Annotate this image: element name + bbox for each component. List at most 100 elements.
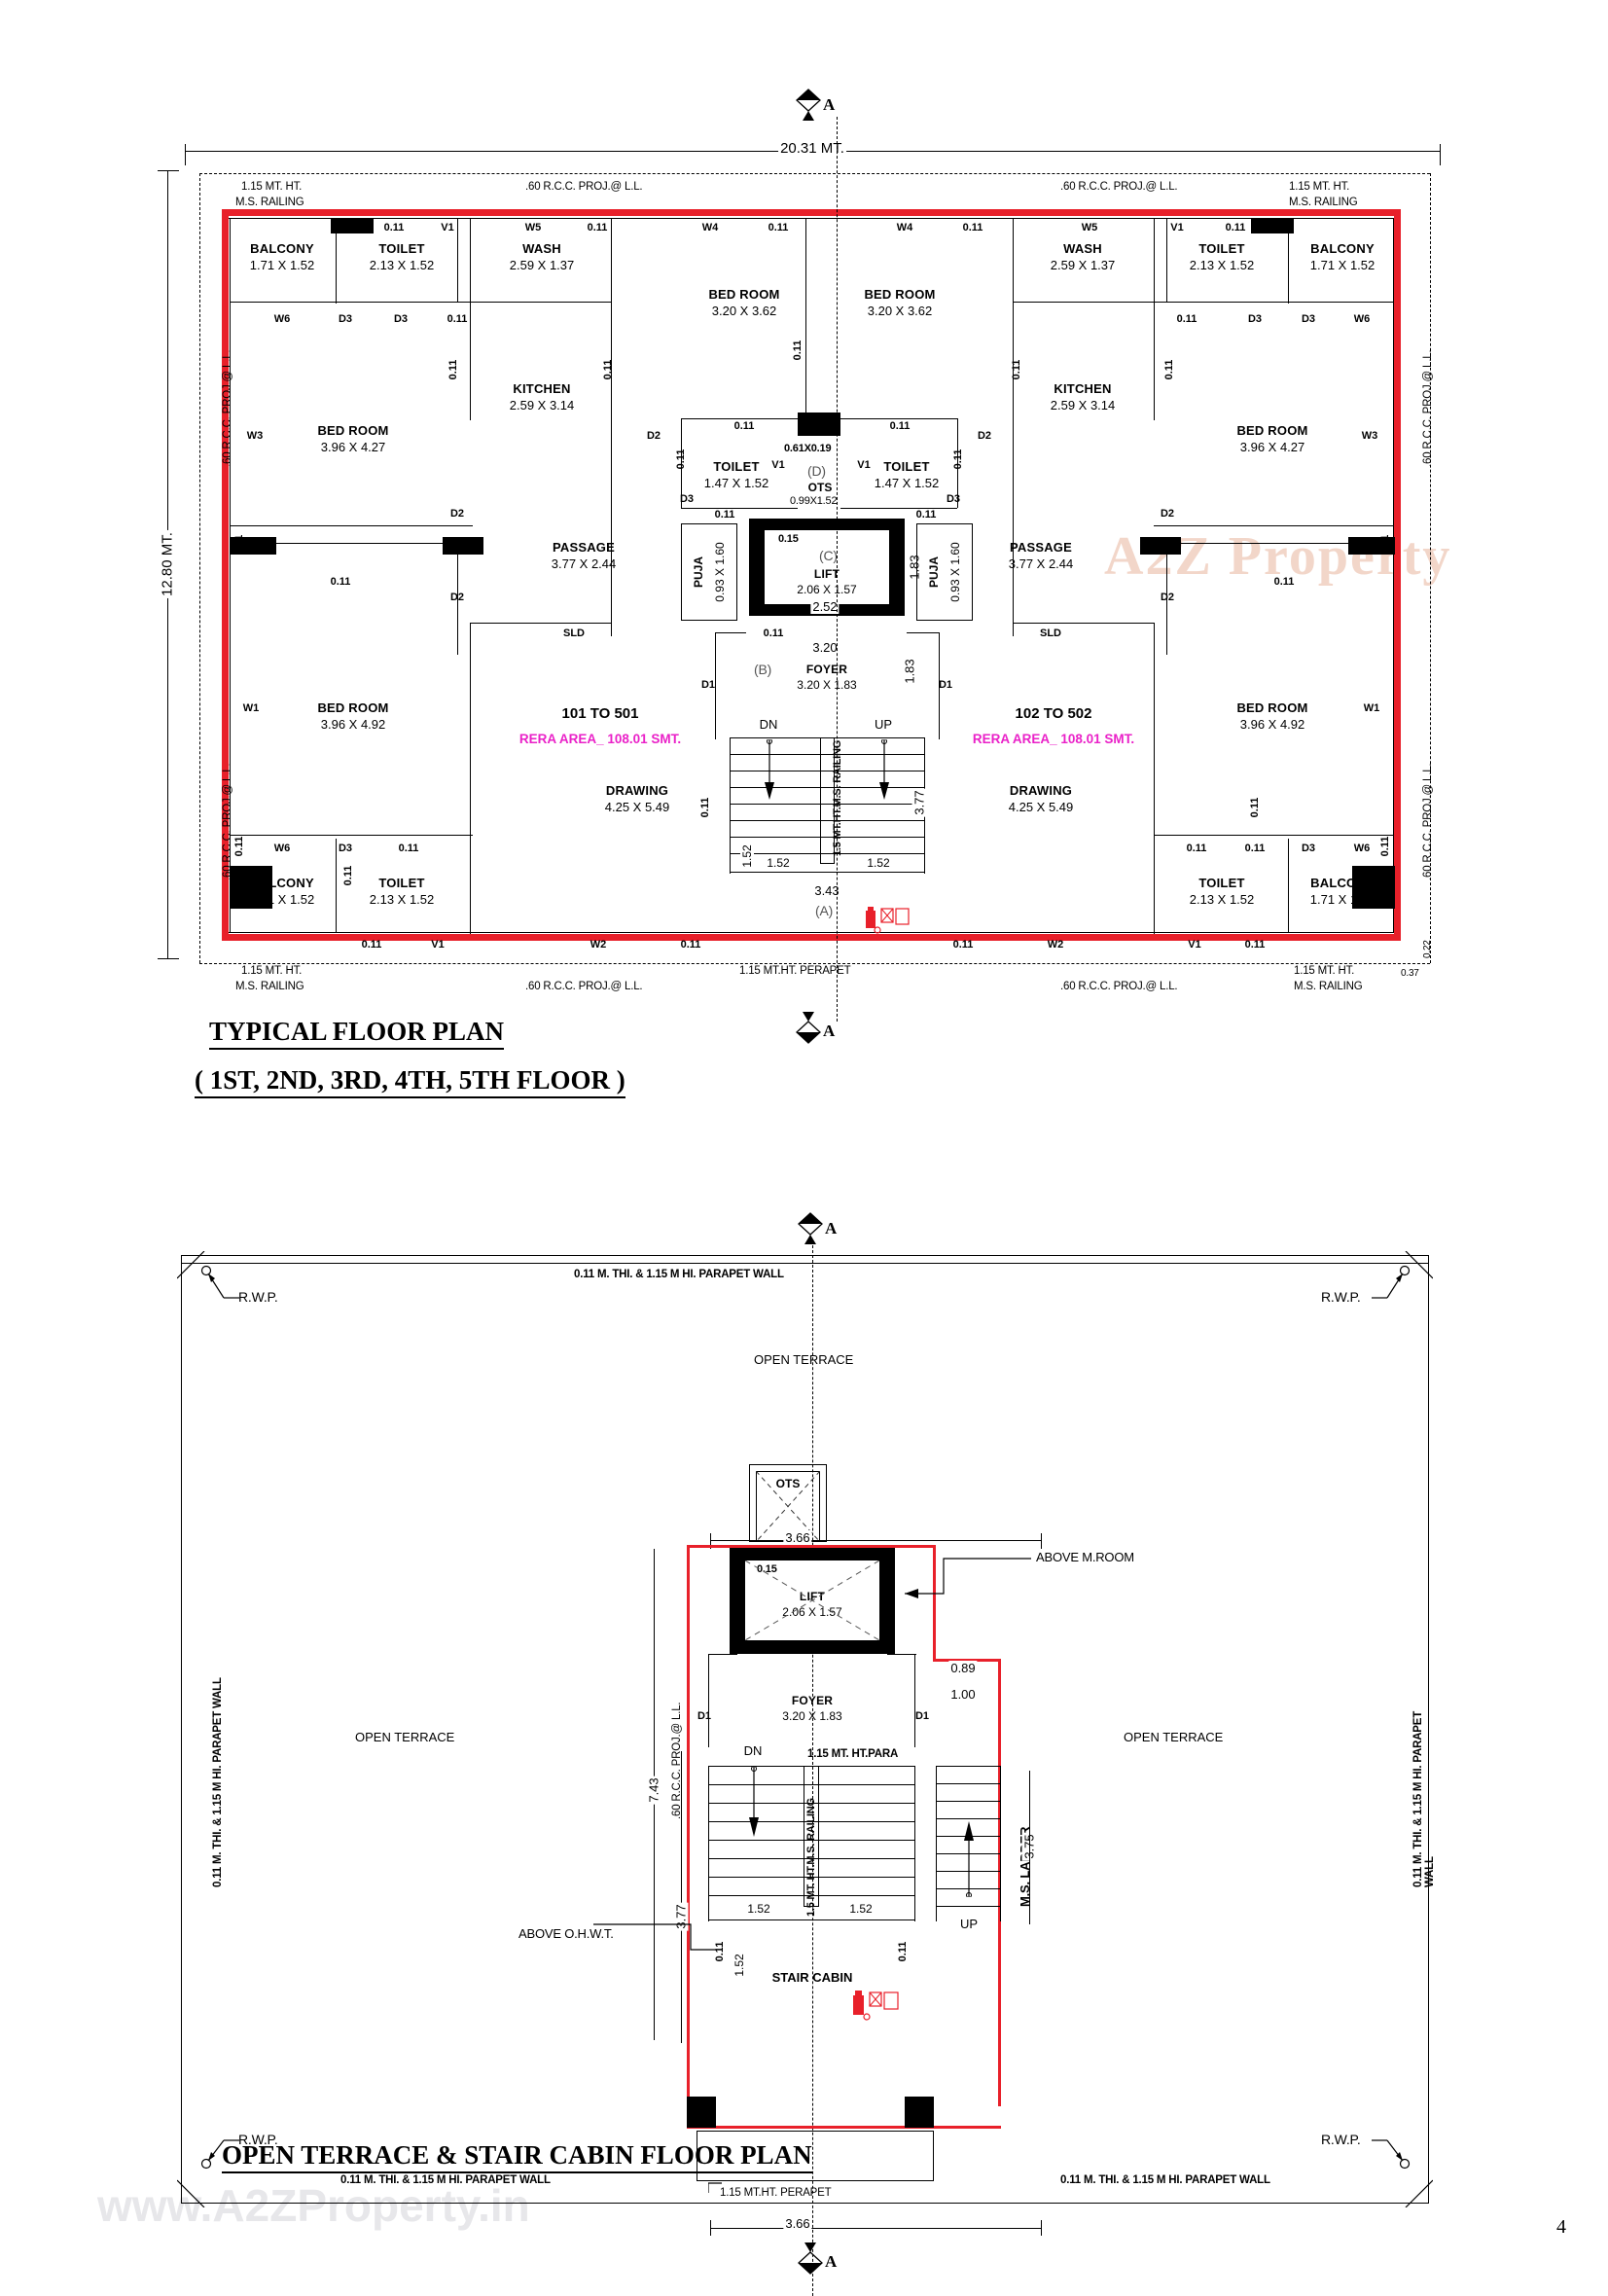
room-name: BALCONY [250, 241, 314, 256]
dim-011-v6: 0.11 [699, 797, 711, 818]
dim-015-lift: 0.15 [778, 533, 799, 545]
section-label-a-bottom: A [823, 1022, 836, 1040]
note-ms-railing-stair: 1.5 MT.HT.M.S. RAILING [832, 739, 843, 856]
marker-d2-l1: D2 [449, 508, 465, 520]
staircase-terrace [708, 1766, 915, 1921]
marker-d1-terrace-r: D1 [914, 1710, 930, 1722]
room-bedroom-t1: BED ROOM 3.20 X 3.62 [708, 287, 779, 319]
dim-743: 7.43 [646, 1776, 661, 1805]
note-rcc-proj-t2: .60 R.C.C. PROJ.@ L.L. [1060, 181, 1178, 193]
note-railing-ht-tr: 1.15 MT. HT. [1289, 181, 1350, 193]
note-parapet-bl: 0.11 M. THI. & 1.15 M HI. PARAPET WALL [340, 2174, 551, 2186]
room-toilet-tr: TOILET 2.13 X 1.52 [1190, 241, 1255, 273]
room-drawing-r: DRAWING 4.25 X 5.49 [1009, 783, 1074, 815]
dim-011-br1: 0.11 [1244, 843, 1266, 854]
room-dims: 1.47 X 1.52 [703, 476, 769, 490]
plan2-title: OPEN TERRACE & STAIR CABIN FLOOR PLAN [222, 2140, 812, 2173]
room-name: FOYER [805, 663, 848, 676]
room-toilet-c2: TOILET 1.47 X 1.52 [875, 459, 940, 491]
dim-011-t2: 0.11 [587, 222, 608, 233]
room-dims: 3.96 X 4.92 [1239, 717, 1305, 732]
stair-arrow-dn-terrace [749, 1767, 759, 1837]
dim-011-lift-b: 0.11 [763, 628, 784, 639]
room-dims: 2.13 X 1.52 [369, 892, 435, 907]
dim-152-right: 1.52 [865, 856, 892, 870]
page-number: 4 [1556, 2216, 1566, 2238]
above-mroom-leader [905, 1558, 1031, 1598]
dim-011-stair-r: 0.11 [897, 1941, 909, 1962]
dim-011-tl: 0.11 [447, 313, 468, 325]
room-lift: LIFT 2.06 X 1.57 [797, 566, 856, 598]
room-dims: 3.20 X 3.62 [711, 304, 777, 318]
section-marker-bottom-2 [798, 2242, 823, 2275]
note-rcc-proj-t1: .60 R.C.C. PROJ.@ L.L. [525, 181, 643, 193]
room-dims: 3.77 X 2.44 [551, 556, 617, 571]
note-parapet-br: 0.11 M. THI. & 1.15 M HI. PARAPET WALL [1060, 2174, 1270, 2186]
section-marker-bottom [796, 1012, 821, 1044]
room-dims: 2.59 X 3.14 [1050, 398, 1116, 413]
room-dims: 2.59 X 1.37 [1050, 258, 1116, 272]
dim-022: 0.22 [1422, 940, 1433, 958]
room-dims: 1.71 X 1.52 [249, 892, 315, 907]
ms-ladder [936, 1766, 1001, 1921]
room-wash-tr: WASH 2.59 X 1.37 [1051, 241, 1116, 273]
dim-152-r-terrace: 1.52 [847, 1902, 875, 1916]
note-rcc-proj-terrace: .60 R.C.C. PROJ.@ L.L. [671, 1702, 683, 1819]
room-name: TOILET [1198, 876, 1245, 890]
dim-343: 3.43 [812, 883, 841, 898]
label-ots-terrace: OTS [775, 1477, 801, 1490]
dim-011-c3: 0.11 [889, 420, 911, 432]
marker-sld-l: SLD [563, 628, 585, 639]
marker-v1-br: V1 [1188, 939, 1201, 951]
marker-w2-b1: W2 [590, 939, 607, 951]
label-above-mroom: ABOVE M.ROOM [1036, 1550, 1134, 1564]
section-label-a-top-2: A [825, 1219, 838, 1238]
marker-d1-r: D1 [938, 679, 953, 691]
unit-right-rera: RERA AREA_ 108.01 SMT. [972, 732, 1135, 746]
overall-height-dim: 12.80 MT. [159, 530, 176, 598]
room-foyer-terrace: FOYER 3.20 X 1.83 [782, 1693, 841, 1725]
room-dims: 1.71 X 1.52 [1309, 892, 1376, 907]
room-balcony-tr: BALCONY 1.71 X 1.52 [1310, 241, 1376, 273]
typical-floor-plan: A 20.31 MT. 12.80 MT. 1.15 MT. HT. M.S. … [158, 89, 1441, 1098]
lift-hatch-terrace [745, 1561, 879, 1640]
room-drawing-l: DRAWING 4.25 X 5.49 [605, 783, 670, 815]
dim-011-v7: 0.11 [1249, 797, 1261, 818]
room-toilet-tl: TOILET 2.13 X 1.52 [370, 241, 435, 273]
room-name: TOILET [1198, 241, 1245, 256]
stair-up-label: UP [874, 717, 893, 732]
room-puja-r-box [916, 523, 973, 621]
room-name: BED ROOM [1236, 700, 1308, 715]
note-railing-ht-br: 1.15 MT. HT. [1294, 965, 1355, 977]
marker-w6-tl: W6 [273, 313, 291, 325]
dim-011-v5: 0.11 [342, 865, 354, 886]
note-parapet-top: 0.11 M. THI. & 1.15 M HI. PARAPET WALL [574, 1269, 784, 1280]
room-dims: 3.20 X 1.83 [797, 678, 857, 692]
building-outline-red [222, 209, 1401, 216]
room-name: FOYER [791, 1694, 834, 1707]
rwp-icon-br [1372, 2139, 1411, 2170]
room-wash-tl: WASH 2.59 X 1.37 [510, 241, 575, 273]
dim-011-rv2: 0.11 [1011, 359, 1022, 380]
room-name: DRAWING [1009, 783, 1073, 798]
dim-252: 2.52 [810, 599, 840, 614]
terrace-outline [181, 1255, 1429, 2204]
marker-d3-tl1: D3 [338, 313, 353, 325]
note-ms-railing-bl: M.S. RAILING [235, 981, 304, 992]
room-toilet-br: TOILET 2.13 X 1.52 [1190, 876, 1255, 908]
room-dims: 3.20 X 1.83 [782, 1709, 842, 1723]
room-lift-terrace: LIFT 2.06 X 1.57 [782, 1589, 841, 1621]
room-dims: 3.96 X 4.92 [320, 717, 386, 732]
plan1-title: TYPICAL FLOOR PLAN [209, 1017, 505, 1050]
above-ohwt-leader [593, 1923, 716, 1951]
rwp-icon-tr [1372, 1265, 1411, 1299]
marker-d2-r2: D2 [1160, 592, 1175, 603]
room-bedroom-br: BED ROOM 3.96 X 4.92 [1236, 700, 1307, 733]
room-dims: 2.06 X 1.57 [782, 1605, 842, 1619]
room-dims: 2.13 X 1.52 [1189, 892, 1255, 907]
dim-011-c2: 0.11 [733, 420, 755, 432]
marker-w5-t2: W5 [1081, 222, 1098, 233]
room-name: LIFT [813, 567, 840, 581]
room-dims: 1.71 X 1.52 [249, 258, 315, 272]
marker-w2-b2: W2 [1047, 939, 1064, 951]
